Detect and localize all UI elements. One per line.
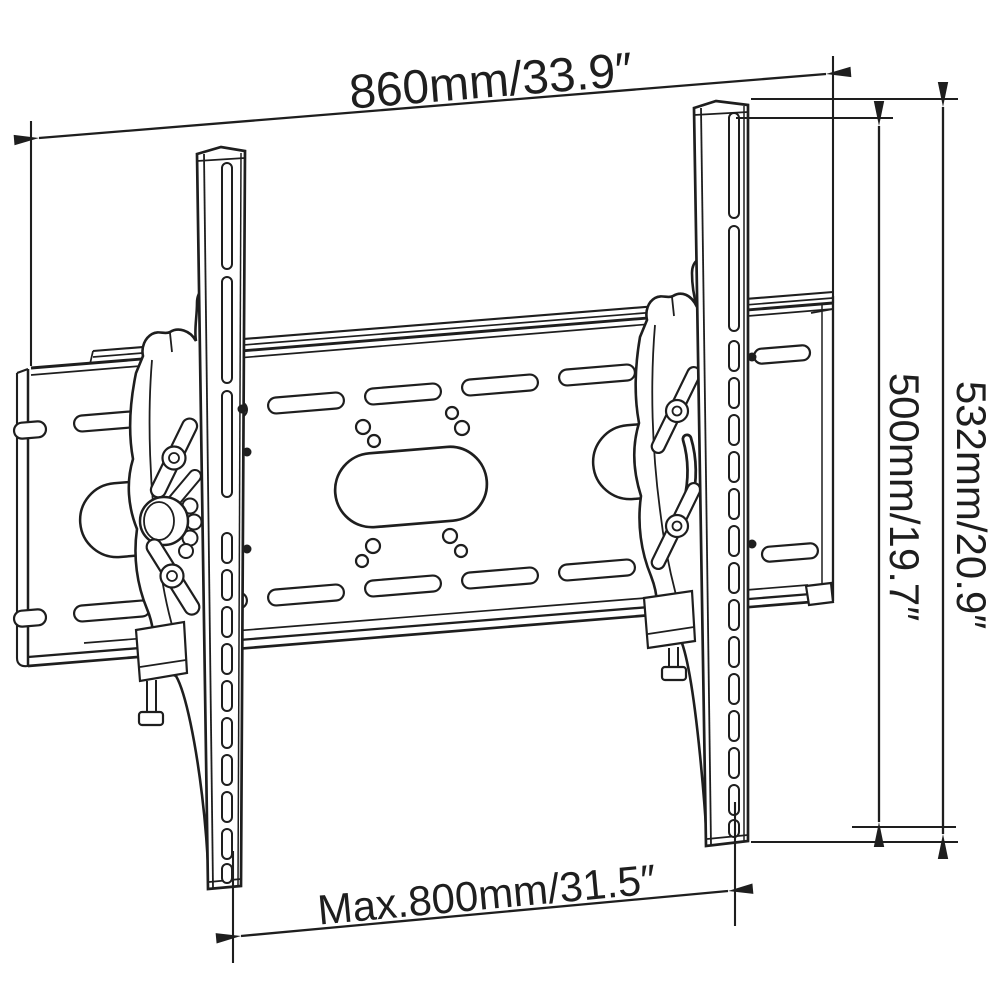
plate-slot <box>267 391 345 415</box>
left-clamp-bolt-head <box>137 710 165 727</box>
right-tilt-bracket <box>633 255 716 845</box>
rail-slot <box>221 643 233 675</box>
plate-right-foot <box>804 581 835 607</box>
left-top-wing-hub-center <box>168 452 180 464</box>
rail-slot <box>221 863 233 884</box>
pivot-bolt-dot <box>242 447 252 457</box>
left-tv-rail <box>195 145 247 891</box>
pivot-bolt-dot <box>747 539 757 549</box>
plate-oval-cutout-center <box>333 445 489 529</box>
plate-slot <box>558 558 636 582</box>
plate-slot <box>753 344 812 365</box>
rail-slot <box>221 276 233 384</box>
width-dimension-label: 860mm/33.9″ <box>347 44 634 120</box>
rail-slot <box>221 532 233 564</box>
left-tilt-bracket <box>127 284 224 886</box>
left-clamp-lip-line <box>139 659 187 668</box>
rail-slot <box>728 451 740 483</box>
rail-slot <box>221 680 233 712</box>
left-bottom-clamp <box>134 620 189 683</box>
plate-hole <box>453 543 469 559</box>
plate-left-fold <box>15 373 29 668</box>
rail-slot <box>728 747 740 779</box>
left-rail-top-cap <box>196 157 246 162</box>
right-rail-bottom-cap <box>706 834 749 840</box>
right-bottom-wing-hub-center <box>671 520 683 532</box>
left-bracket-hook-notch <box>169 332 173 353</box>
pivot-bolt-dot <box>242 544 252 554</box>
mount-height-dimension-label: 500mm/19.7″ <box>881 373 928 621</box>
right-bottom-clamp <box>642 589 697 650</box>
plate-slot <box>461 373 539 397</box>
right-tv-rail <box>692 99 750 848</box>
rail-slot <box>221 754 233 786</box>
right-clamp-lip-line <box>647 626 695 635</box>
rail-slot <box>221 569 233 601</box>
right-bracket-body <box>633 255 716 845</box>
rail-slot <box>728 225 740 332</box>
right-bracket-hook-notch <box>671 296 675 317</box>
rail-slot <box>728 636 740 668</box>
plate-slot <box>267 583 345 607</box>
left-bottom-wing-hub-center <box>166 570 178 582</box>
right-rail-fold-line <box>700 107 712 846</box>
plate-slot <box>12 608 48 628</box>
max-width-dimension-line <box>215 883 754 944</box>
rail-slot <box>221 390 233 498</box>
rail-slot <box>728 377 740 409</box>
rail-slot <box>221 791 233 823</box>
plate-hole <box>366 433 382 449</box>
left-rail-fold-line <box>203 153 214 889</box>
total-height-dimension-label: 532mm/20.9″ <box>948 381 995 629</box>
plate-hole <box>444 405 460 421</box>
rail-slot <box>728 710 740 742</box>
plate-top-lip-start <box>89 350 94 365</box>
rail-slot <box>728 340 740 372</box>
plate-slot <box>364 382 442 406</box>
right-bracket-fold-line <box>651 324 677 596</box>
plate-right-lip-tab <box>810 308 834 314</box>
right-clamp-bolt-head <box>660 665 688 682</box>
rail-slot <box>728 525 740 557</box>
max-width-dimension-label: Max.800mm/31.5″ <box>316 855 658 933</box>
plate-left-fold-top <box>16 368 29 374</box>
plate-hole <box>354 418 372 436</box>
rail-slot <box>221 162 233 270</box>
plate-slot <box>760 542 819 563</box>
rail-slot <box>728 673 740 705</box>
rail-slot <box>728 112 740 219</box>
plate-hole <box>354 553 370 569</box>
rail-slot <box>221 717 233 749</box>
right-top-wing-hub-center <box>671 405 683 417</box>
left-clamp-bolt-shaft <box>146 680 157 713</box>
plate-slot <box>364 574 442 598</box>
plate-hole <box>441 527 459 545</box>
plate-small-holes <box>354 405 471 569</box>
left-rail-inner-edge <box>237 152 242 887</box>
pivot-bolt-dot <box>747 352 757 362</box>
right-clamp-bolt-shaft <box>668 647 679 668</box>
pivot-bolts <box>237 352 757 554</box>
plate-slot <box>12 420 48 440</box>
rail-slot <box>221 606 233 638</box>
left-rail-slots <box>221 162 233 884</box>
rail-slot <box>221 828 233 860</box>
plate-slot <box>461 566 539 590</box>
right-rail-slots <box>728 112 740 838</box>
pivot-bolt-dot <box>237 404 247 414</box>
plate-hole <box>364 537 382 555</box>
rail-slot <box>728 414 740 446</box>
width-dimension-line <box>13 66 852 146</box>
rail-slot <box>728 599 740 631</box>
plate-hole <box>453 419 471 437</box>
dimension-annotations: 860mm/33.9″ 500mm/19.7″ 532mm/20.9″ Max.… <box>13 44 995 963</box>
rail-slot <box>728 488 740 520</box>
rail-slot <box>728 562 740 594</box>
tilt-tension-knob <box>138 495 190 547</box>
tilt-knob-lower-lobe <box>178 543 194 559</box>
